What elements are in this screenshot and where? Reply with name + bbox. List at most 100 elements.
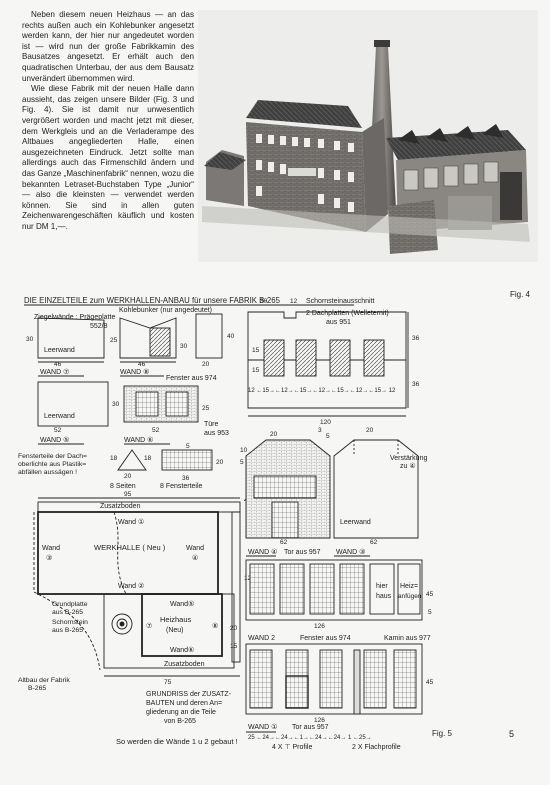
dim-18a: 18: [110, 455, 118, 462]
label-aus953: aus 953: [204, 430, 229, 437]
label-zusatzboden-a: Zusatzboden: [100, 503, 141, 510]
dim-25b: 25: [202, 405, 210, 412]
part-wand7: [37, 317, 105, 359]
label-grundriss2: BAUTEN und deren An=: [146, 700, 222, 707]
dim-126a: 126: [314, 623, 325, 630]
label-haus: haus: [376, 593, 392, 600]
intro-text: Neben diesem neuen Heizhaus — an das rec…: [22, 10, 194, 232]
label-oberlichte: oberlichte aus Plastik=: [18, 461, 86, 468]
part-skylight-window: [161, 449, 213, 471]
part-roof-plates: [247, 311, 407, 409]
dim-30a: 30: [26, 336, 34, 343]
label-achtseiten: 8 Seiten: [110, 483, 136, 490]
label-sowerden: So werden die Wände 1 u 2 gebaut !: [116, 737, 238, 746]
label-wand6: WAND ⑥: [124, 436, 153, 444]
dim-15c: 15: [230, 643, 238, 650]
label-wand1: Wand ①: [118, 518, 144, 526]
dim-5c: 5: [240, 459, 244, 466]
label-abfaellen: abfällen aussägen !: [18, 469, 77, 476]
dim-46b: 46: [138, 361, 146, 368]
dim-30-top: 30: [260, 298, 268, 305]
dim-75: 75: [164, 679, 172, 686]
svg-text:⑧: ⑧: [212, 622, 218, 630]
label-altbau: Altbau der Fabrik: [18, 677, 70, 684]
label-wand2: Wand ②: [118, 583, 144, 590]
dim-20b: 20: [124, 473, 132, 480]
dim-20c: 20: [216, 459, 224, 466]
label-anfuegen: anfügen: [398, 593, 422, 600]
label-grundplatte-aus: aus B-265: [52, 609, 83, 616]
label-tor957: Tor aus 957: [284, 549, 321, 556]
dim-12-row: 12 ←15→←12→←15→←12→←15→←12→←15→ 12: [248, 388, 396, 394]
label-grundriss4: von B-265: [164, 718, 196, 725]
label-wand8: WAND ⑧: [120, 368, 149, 376]
label-wand5: WAND ⑤: [40, 436, 69, 444]
dim-20a: 20: [202, 361, 210, 368]
label-achtfenster: 8 Fensterteile: [160, 483, 203, 490]
label-schornstein-aus-b265: aus B-265: [52, 627, 83, 634]
label-wand4: Wand: [186, 545, 204, 552]
dim-52b: 52: [152, 427, 160, 434]
dim-10a: 10: [240, 447, 248, 454]
factory-photo: [198, 10, 538, 262]
dim-30b: 30: [180, 343, 188, 350]
fig4-caption: Fig. 4: [510, 290, 531, 299]
label-leerwand-a: Leerwand: [44, 347, 75, 354]
label-ziegel-nr: 552/8: [90, 323, 108, 330]
label-dachplatten: 2 Dachplatten (Welleternit): [306, 310, 389, 317]
label-wand7: WAND ⑦: [40, 368, 69, 376]
intro-paragraph-1: Neben diesem neuen Heizhaus — an das rec…: [22, 10, 194, 83]
fig5-caption: Fig. 5: [432, 729, 453, 738]
factory-photo-illustration: [198, 10, 538, 262]
label-kohlebunker: Kohlebunker (nur angedeutet): [119, 307, 212, 314]
label-werkhalle: WERKHALLE ( Neu ): [94, 543, 166, 552]
label-grundplatte: Grundplatte: [52, 601, 88, 608]
label-profile4: 4 X ⊤ Profile: [272, 744, 312, 751]
label-wand4-num: ④: [192, 554, 198, 562]
part-wand2: [245, 559, 423, 621]
label-wand2b: WAND 2: [248, 635, 275, 642]
dim-45b: 45: [426, 591, 434, 598]
label-wand3: Wand: [42, 545, 60, 552]
label-grundriss3: gliederung an die Teile: [146, 709, 216, 716]
label-wand6b: Wand⑥: [170, 646, 194, 654]
label-profile2: 2 X Flachprofile: [352, 744, 401, 751]
label-kamin977: Kamin aus 977: [384, 635, 431, 642]
label-altbau-nr: B-265: [28, 685, 46, 692]
label-fenster974: Fenster aus 974: [166, 375, 217, 382]
label-ziegel: Ziegelwände : Prägeplatte: [34, 314, 115, 321]
dim-20d: 20: [270, 431, 278, 438]
svg-text:⑦: ⑦: [146, 622, 152, 630]
dim-18b: 18: [144, 455, 152, 462]
dim-52a: 52: [54, 427, 62, 434]
dim-12-top: 12: [290, 298, 298, 305]
dim-45c: 45: [426, 679, 434, 686]
label-verstaerkung-2: zu ④: [400, 462, 416, 470]
label-schornstein-aus: Schornsteinausschnitt: [306, 298, 375, 305]
dim-46a: 46: [54, 361, 62, 368]
dim-25-row: 25 ←24→←24→←1→←24→←24→ 1 ←25→: [248, 735, 372, 741]
dim-5a: 5: [186, 443, 190, 450]
dim-62a: 62: [280, 539, 288, 546]
drawing-title: DIE EINZELTEILE zum WERKHALLEN-ANBAU für…: [24, 296, 281, 305]
label-wand5b: Wand⑤: [170, 600, 194, 608]
label-heizhaus-neu: (Neu): [166, 627, 184, 634]
label-leerwand-c: Leerwand: [340, 519, 371, 526]
dim-15b: 15: [252, 367, 260, 374]
dim-36c: 36: [182, 475, 190, 482]
part-wand8: [119, 317, 177, 359]
dim-95: 95: [124, 491, 132, 498]
dim-36a: 36: [412, 335, 420, 342]
dim-5d: 5: [428, 609, 432, 616]
construction-drawing: DIE EINZELTEILE zum WERKHALLEN-ANBAU für…: [18, 296, 434, 751]
dim-120: 120: [320, 419, 331, 426]
label-verstaerkung: Verstärkung: [390, 455, 427, 462]
label-leerwand-b: Leerwand: [44, 413, 75, 420]
part-wand5: [37, 381, 109, 427]
label-fensterteile: Fensterteile der Dach=: [18, 453, 87, 460]
dim-62b: 62: [370, 539, 378, 546]
dim-36b: 36: [412, 381, 420, 388]
label-tor957b: Tor aus 957: [292, 724, 329, 731]
intro-paragraph-2: Wie diese Fabrik mit der neuen Halle dan…: [22, 84, 194, 231]
